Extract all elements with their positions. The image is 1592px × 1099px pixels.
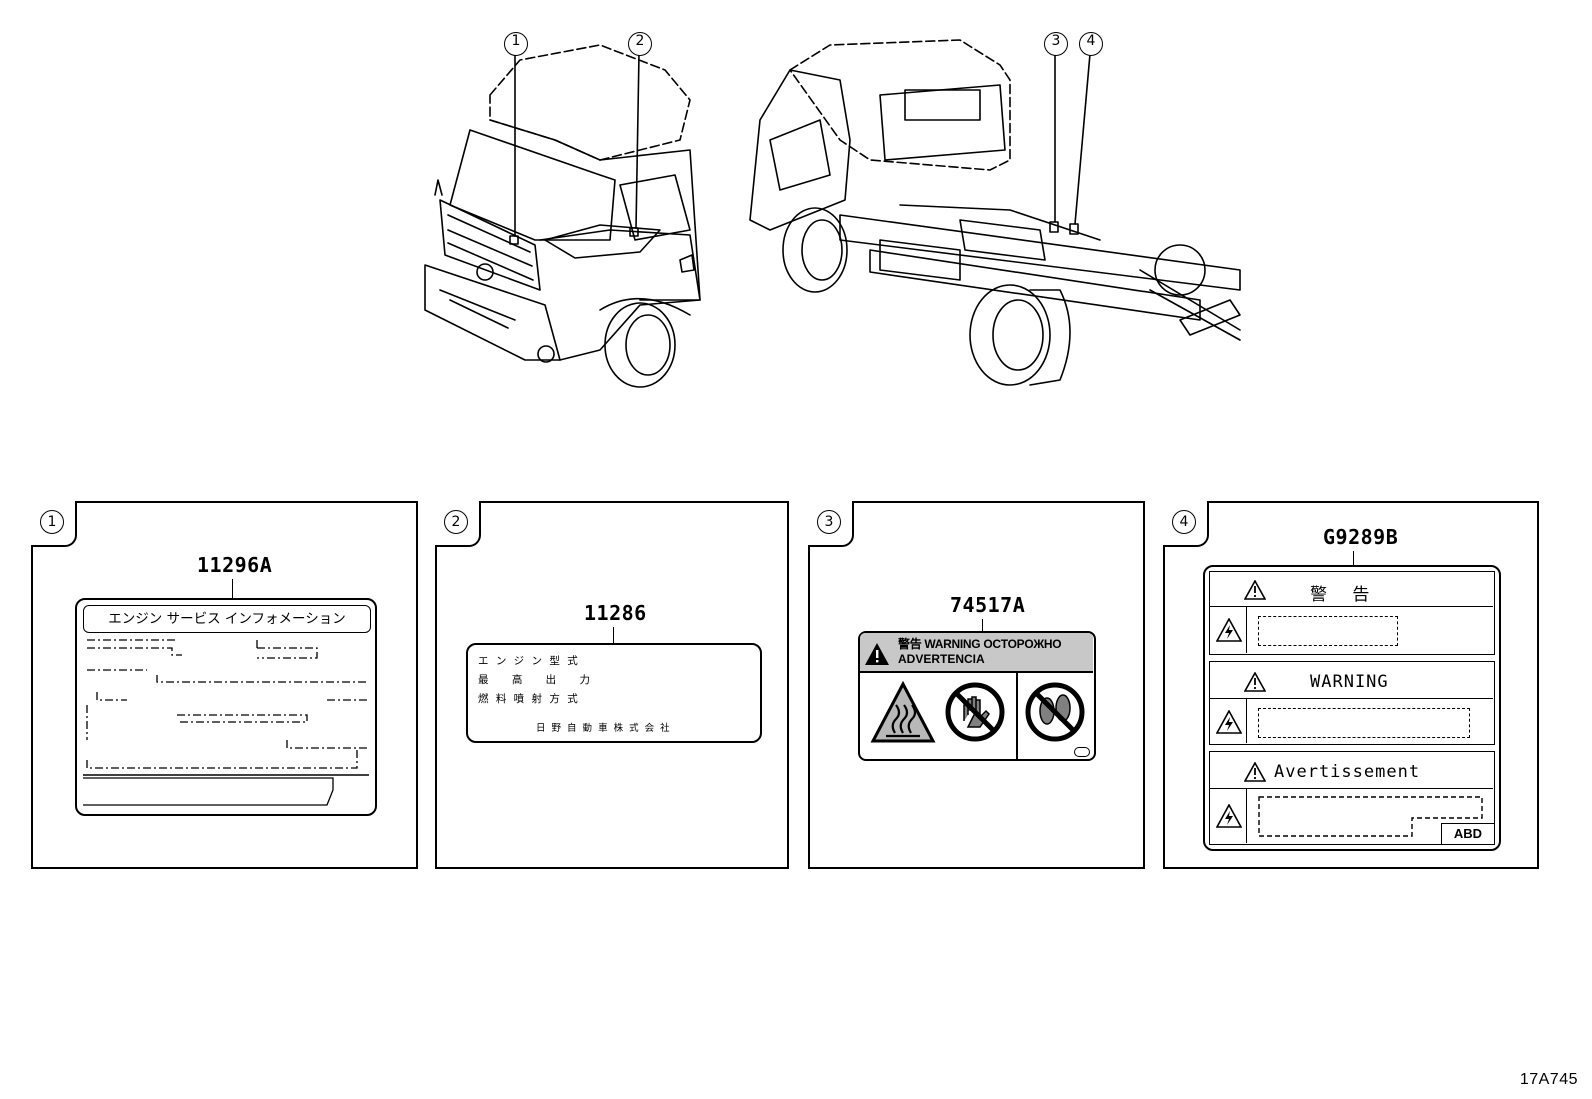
label-line-engine-model: エ ン ジ ン 型 式 — [478, 655, 580, 667]
warning-label: 警告 WARNING OCTOPOЖHO ADVERTENCIA — [858, 631, 1096, 761]
electric-shock-icon — [1216, 710, 1242, 734]
no-step-icon — [1025, 682, 1085, 742]
caution-triangle-icon — [1244, 580, 1266, 600]
panel-2: 2 11286 エ ン ジ ン 型 式 最 高 出 力 燃 料 噴 射 方 式 … — [435, 501, 789, 869]
service-info-label: エンジン サービス インフォメーション — [75, 598, 377, 816]
label-line-max-output: 最 高 出 力 — [478, 674, 601, 686]
part-number: 74517A — [950, 593, 1026, 617]
panel-1: 1 11296A エンジン サービス インフォメーション — [31, 501, 418, 869]
callout-4: 4 — [1079, 32, 1103, 56]
callout-1: 1 — [504, 32, 528, 56]
panel-number-tab: 2 — [435, 501, 481, 547]
section-title: Avertissement — [1274, 762, 1421, 782]
part-number: G9289B — [1323, 525, 1399, 549]
warning-triangle-icon — [865, 643, 889, 665]
text-placeholder — [1258, 708, 1470, 738]
electric-shock-icon — [1216, 804, 1242, 828]
caution-triangle-icon — [1244, 672, 1266, 692]
panel-number-tab: 3 — [808, 501, 854, 547]
panel-number-tab: 1 — [31, 501, 77, 547]
part-number: 11286 — [584, 601, 647, 625]
leader-line — [1353, 551, 1354, 565]
warning-header-line1: 警告 WARNING OCTOPOЖHO — [898, 637, 1062, 651]
caution-triangle-icon — [1244, 762, 1266, 782]
truck-illustrations — [424, 39, 1241, 388]
panel-number: 1 — [40, 510, 64, 534]
part-number: 11296A — [197, 553, 273, 577]
panel-4: 4 G9289B 警 告 WARNING — [1163, 501, 1539, 869]
hot-surface-icon — [870, 681, 936, 743]
electric-shock-icon — [1216, 618, 1242, 642]
figure-code: 17A745 — [1519, 1071, 1578, 1088]
engine-spec-label: エ ン ジ ン 型 式 最 高 出 力 燃 料 噴 射 方 式 日 野 自 動 … — [466, 643, 762, 743]
tri-lingual-warning-label: 警 告 WARNING — [1203, 565, 1501, 851]
warning-section-en: WARNING — [1209, 661, 1495, 745]
section-title: 警 告 — [1310, 585, 1380, 605]
corner-code: ABD — [1441, 823, 1494, 844]
section-title: WARNING — [1310, 672, 1389, 692]
warning-section-fr: Avertissement ABD — [1209, 751, 1495, 845]
text-placeholder — [1258, 616, 1398, 646]
front-cab-view — [424, 44, 701, 388]
leader-line — [232, 579, 233, 599]
leader-line — [613, 627, 614, 643]
label-heading: エンジン サービス インフォメーション — [83, 605, 371, 633]
text-placeholder — [1258, 796, 1483, 837]
panel-number: 2 — [444, 510, 468, 534]
label-content-dashes — [83, 639, 369, 806]
label-line-injection: 燃 料 噴 射 方 式 — [478, 693, 580, 705]
no-hands-icon — [945, 682, 1005, 742]
warning-header: 警告 WARNING OCTOPOЖHO ADVERTENCIA — [860, 633, 1093, 673]
panel-number: 4 — [1172, 510, 1196, 534]
rear-chassis-view — [749, 39, 1241, 386]
panel-number: 3 — [817, 510, 841, 534]
callout-3: 3 — [1044, 32, 1068, 56]
warning-section-jp: 警 告 — [1209, 571, 1495, 655]
warning-header-line2: ADVERTENCIA — [898, 652, 985, 666]
panel-number-tab: 4 — [1163, 501, 1209, 547]
label-corner-mark — [1074, 747, 1090, 757]
panel-3: 3 74517A 警告 WARNING OCTOPOЖHO ADVERTENCI… — [808, 501, 1145, 869]
callout-2: 2 — [628, 32, 652, 56]
leader-line — [982, 619, 983, 631]
label-footer-company: 日 野 自 動 車 株 式 会 社 — [536, 723, 672, 734]
